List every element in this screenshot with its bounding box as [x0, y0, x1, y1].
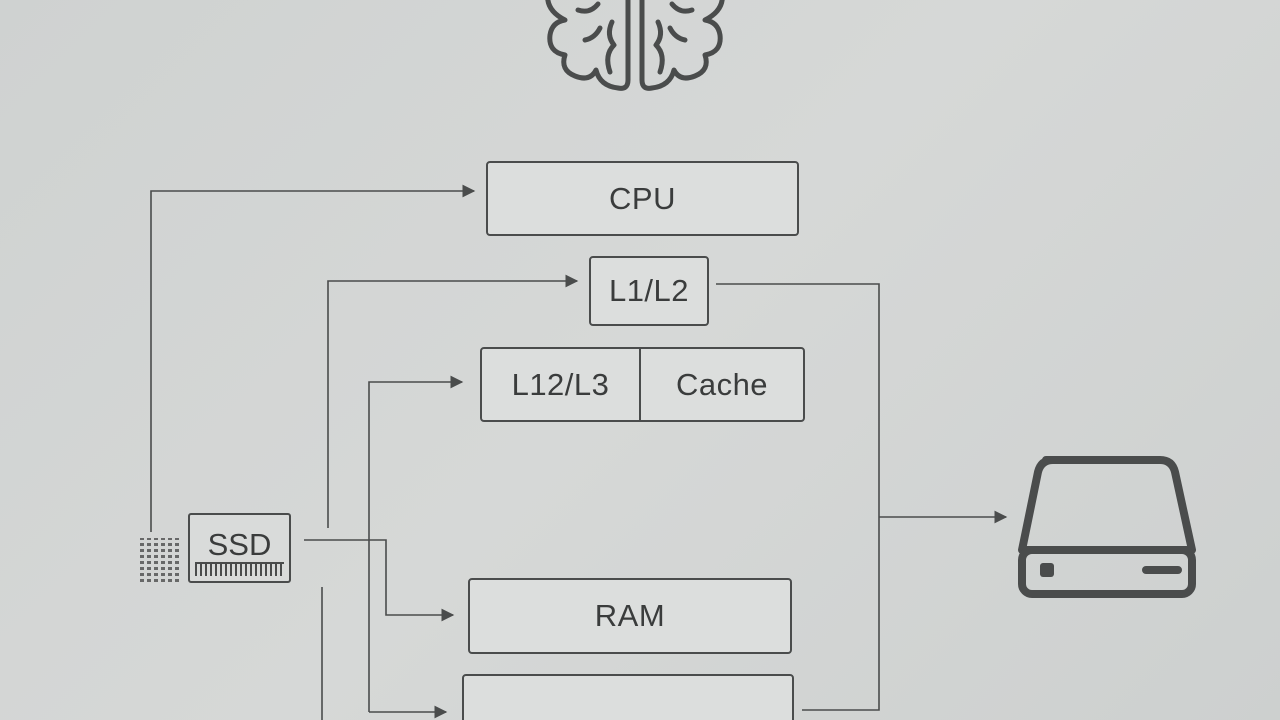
connector-l3 — [368, 375, 464, 712]
cache-label: Cache — [675, 366, 769, 402]
cpu-label: CPU — [609, 180, 676, 216]
drive-led — [1040, 563, 1054, 577]
connector-l1l2-bus — [716, 283, 880, 711]
l1-l2-cache-node: L1/L2 — [589, 256, 709, 326]
connector-ssd-ram — [304, 539, 455, 622]
memory-chip-icon — [140, 538, 180, 582]
cache-label-cell: Cache — [641, 349, 803, 420]
ssd-label: SSD — [207, 527, 272, 562]
ssd-contact-strip — [195, 562, 284, 576]
l1-l2-label: L1/L2 — [608, 273, 690, 308]
l3-cache-node: L12/L3 Cache — [480, 347, 805, 422]
connector-ssd-l1l2 — [327, 274, 579, 528]
ram-node: RAM — [468, 578, 792, 654]
l3-label-cell: L12/L3 — [482, 349, 641, 420]
ssd-node: SSD — [188, 513, 291, 583]
cpu-node: CPU — [486, 161, 799, 236]
brain-icon — [545, 0, 725, 91]
bottom-node — [462, 674, 794, 720]
hard-drive-icon — [1018, 456, 1196, 598]
connector-ssd-cpu — [150, 184, 476, 532]
ram-label: RAM — [594, 598, 666, 633]
l3-label: L12/L3 — [511, 366, 610, 402]
